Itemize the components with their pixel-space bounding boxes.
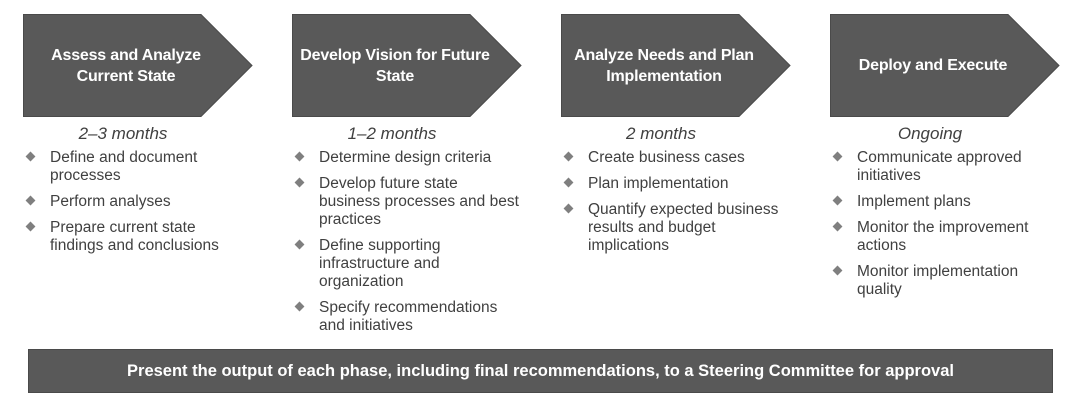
diamond-bullet-icon xyxy=(832,221,843,232)
phase-column-assess: Assess and Analyze Current State 2–3 mon… xyxy=(23,14,253,263)
phase-title: Analyze Needs and Plan Implementation xyxy=(574,46,754,85)
task-text: Specify recommendations and initiatives xyxy=(319,299,498,334)
task-text: Implement plans xyxy=(857,193,971,210)
diamond-bullet-icon xyxy=(832,151,843,162)
task-text: Develop future state business processes … xyxy=(319,175,519,228)
phase-duration: 2–3 months xyxy=(78,124,168,143)
phase-duration: 2 months xyxy=(626,124,696,143)
task-text: Define supporting infrastructure and org… xyxy=(319,237,441,290)
phase-title: Develop Vision for Future State xyxy=(300,46,490,85)
diamond-bullet-icon xyxy=(25,221,36,232)
task-item: Quantify expected business results and b… xyxy=(561,201,791,255)
task-text: Perform analyses xyxy=(50,193,171,210)
task-text: Determine design criteria xyxy=(319,149,492,166)
task-item: Specify recommendations and initiatives xyxy=(292,299,522,335)
task-text: Prepare current state findings and concl… xyxy=(50,219,219,254)
task-text: Monitor the improvement actions xyxy=(857,219,1029,254)
chevron-arrow-shape xyxy=(23,14,253,117)
task-text: Plan implementation xyxy=(588,175,729,192)
diamond-bullet-icon xyxy=(563,203,574,214)
diamond-bullet-icon xyxy=(25,195,36,206)
task-list: Determine design criteria Develop future… xyxy=(292,149,522,335)
diamond-bullet-icon xyxy=(294,301,305,312)
phase-title: Assess and Analyze Current State xyxy=(51,46,201,85)
phase-arrow: Develop Vision for Future State xyxy=(292,14,522,117)
phase-column-analyze-needs: Analyze Needs and Plan Implementation 2 … xyxy=(561,14,791,263)
task-item: Communicate approved initiatives xyxy=(830,149,1060,185)
task-item: Define and document processes xyxy=(23,149,253,185)
task-item: Perform analyses xyxy=(23,193,253,211)
diamond-bullet-icon xyxy=(25,151,36,162)
chevron-arrow-shape xyxy=(830,14,1060,117)
task-text: Create business cases xyxy=(588,149,745,166)
task-item: Determine design criteria xyxy=(292,149,522,167)
task-item: Define supporting infrastructure and org… xyxy=(292,237,522,291)
task-text: Quantify expected business results and b… xyxy=(588,201,779,254)
diamond-bullet-icon xyxy=(294,177,305,188)
task-item: Implement plans xyxy=(830,193,1060,211)
phase-duration: 1–2 months xyxy=(347,124,437,143)
diamond-bullet-icon xyxy=(294,239,305,250)
task-item: Monitor the improvement actions xyxy=(830,219,1060,255)
diamond-bullet-icon xyxy=(563,151,574,162)
diamond-bullet-icon xyxy=(294,151,305,162)
task-text: Monitor implementation quality xyxy=(857,263,1019,298)
chevron-arrow-shape xyxy=(561,14,791,117)
diamond-bullet-icon xyxy=(832,195,843,206)
task-item: Plan implementation xyxy=(561,175,791,193)
steering-committee-banner: Present the output of each phase, includ… xyxy=(28,349,1053,393)
task-text: Communicate approved initiatives xyxy=(857,149,1022,184)
task-list: Create business cases Plan implementatio… xyxy=(561,149,791,255)
phase-duration: Ongoing xyxy=(897,124,963,143)
task-text: Define and document processes xyxy=(50,149,198,184)
phase-arrow: Deploy and Execute xyxy=(830,14,1060,117)
task-list: Communicate approved initiatives Impleme… xyxy=(830,149,1060,299)
task-item: Prepare current state findings and concl… xyxy=(23,219,253,255)
phase-title: Deploy and Execute xyxy=(858,57,1008,74)
phase-arrow: Assess and Analyze Current State xyxy=(23,14,253,117)
diamond-bullet-icon xyxy=(832,265,843,276)
task-list: Define and document processes Perform an… xyxy=(23,149,253,255)
diamond-bullet-icon xyxy=(563,177,574,188)
chevron-arrow-shape xyxy=(292,14,522,117)
task-item: Create business cases xyxy=(561,149,791,167)
task-item: Develop future state business processes … xyxy=(292,175,522,229)
phase-column-develop-vision: Develop Vision for Future State 1–2 mont… xyxy=(292,14,522,343)
task-item: Monitor implementation quality xyxy=(830,263,1060,299)
phase-column-deploy: Deploy and Execute Ongoing Communicate a… xyxy=(830,14,1060,307)
phase-arrow: Analyze Needs and Plan Implementation xyxy=(561,14,791,117)
